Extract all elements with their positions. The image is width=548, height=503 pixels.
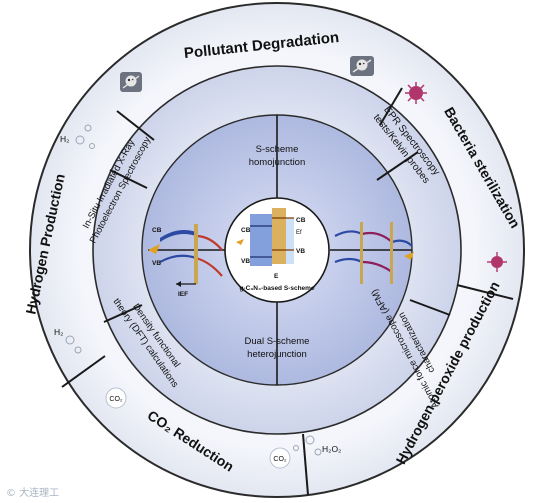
center-e-label: E — [274, 273, 279, 280]
bacteria-icon — [487, 252, 507, 272]
co2-bubble-left — [105, 387, 127, 409]
middle-dividers — [103, 151, 451, 323]
dual-heterojunction-line2: heterojunction — [247, 349, 307, 360]
h2-top-label: H₂ — [60, 134, 69, 144]
co2-left-label: CO₂ — [109, 396, 123, 403]
center-ef-label: Ef — [296, 230, 302, 236]
skull-crossbones-icon — [350, 56, 374, 76]
left-cb-label: CB — [152, 227, 162, 234]
co2-bottom-label: CO₂ — [273, 456, 287, 463]
skull-crossbones-icon — [120, 72, 142, 92]
inner-dividers — [148, 115, 412, 385]
center-cb-right: CB — [296, 217, 306, 224]
dual-heterojunction-line1: Dual S-scheme — [245, 336, 310, 347]
center-vb-left: VB — [241, 258, 250, 265]
center-vb-right: VB — [296, 248, 305, 255]
bacteria-icon — [405, 82, 427, 104]
h2o2-label: H₂O₂ — [322, 444, 341, 454]
center-cb-left: CB — [241, 227, 251, 234]
center-band-diagram: CB VB CB Ef VB E g-C₃N₄-based S-scheme — [236, 208, 315, 292]
left-ief-label: IEF — [178, 291, 188, 298]
gas-bubble-icon — [65, 124, 322, 456]
co2-bubble-bottom — [269, 447, 291, 469]
outer-dividers — [61, 87, 514, 496]
left-band-diagram: CB VB IEF — [148, 224, 223, 298]
h2-mid-label: H₂ — [54, 327, 63, 337]
homojunction-line2: homojunction — [249, 157, 306, 168]
right-band-diagram — [334, 222, 414, 284]
left-vb-label: VB — [152, 260, 161, 267]
homojunction-line1: S-scheme — [256, 144, 299, 155]
watermark: © 大连理工 — [6, 488, 60, 499]
center-caption: g-C₃N₄-based S-scheme — [239, 285, 314, 292]
